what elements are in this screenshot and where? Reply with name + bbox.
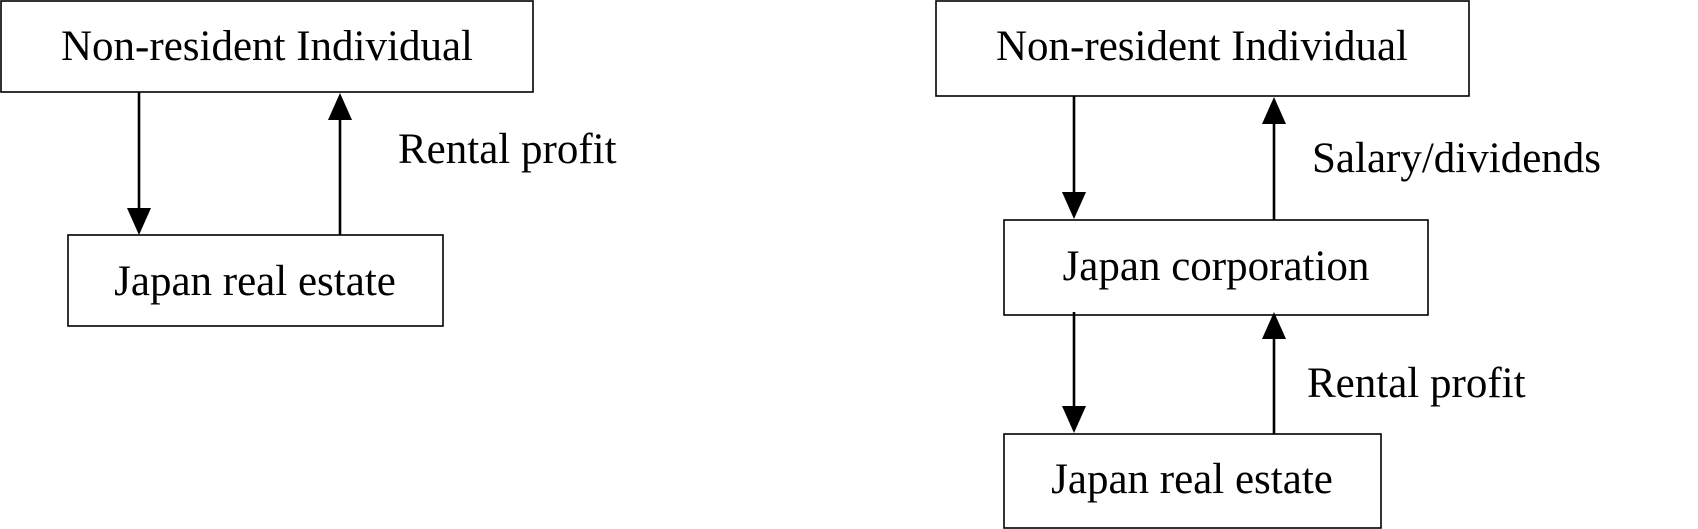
right-individual-label: Non-resident Individual (996, 23, 1408, 70)
left-individual-box: Non-resident Individual (0, 0, 534, 93)
right-individual-box: Non-resident Individual (935, 0, 1470, 97)
right-rental-profit-arrow (1262, 312, 1286, 434)
right-individual-to-corporation-arrow (1062, 96, 1086, 219)
right-corporation-box: Japan corporation (1003, 219, 1429, 316)
right-diagram: Non-resident Individual Japan corporatio… (935, 0, 1601, 529)
left-investment-arrow (127, 92, 151, 235)
right-salary-dividends-arrow (1262, 97, 1286, 220)
left-rental-profit-label: Rental profit (398, 126, 617, 173)
right-corporation-to-real-estate-arrow (1062, 312, 1086, 433)
right-rental-profit-label: Rental profit (1307, 360, 1526, 407)
right-real-estate-box: Japan real estate (1003, 433, 1382, 529)
left-real-estate-label: Japan real estate (114, 258, 396, 305)
left-diagram: Non-resident Individual Japan real estat… (0, 0, 617, 327)
left-profit-arrow (328, 93, 352, 235)
left-real-estate-box: Japan real estate (67, 234, 444, 327)
right-real-estate-label: Japan real estate (1051, 456, 1333, 503)
right-salary-dividends-label: Salary/dividends (1312, 135, 1601, 182)
right-corporation-label: Japan corporation (1063, 243, 1370, 290)
left-individual-label: Non-resident Individual (61, 23, 473, 70)
